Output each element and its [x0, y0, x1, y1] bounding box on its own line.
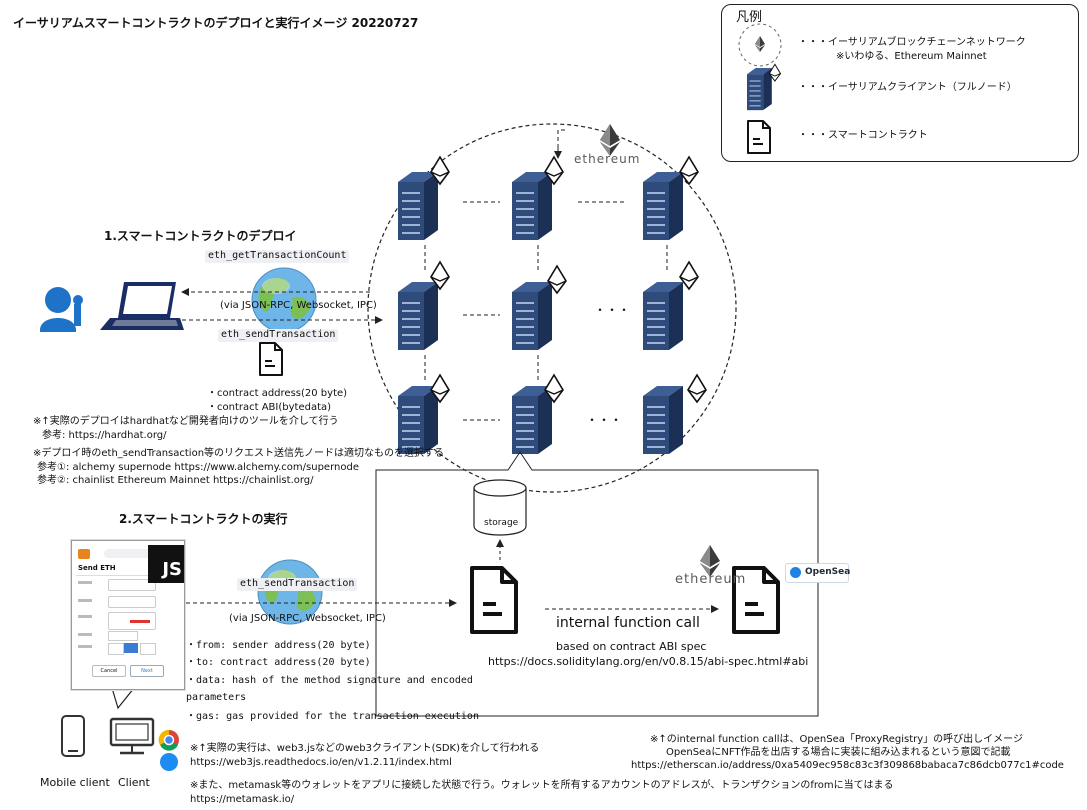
note-metamask-1: ※また、metamask等のウォレットをアプリに接続した状態で行う。ウォレットを… [190, 780, 894, 791]
network-dots-row3: ・・・ [586, 413, 623, 427]
opensea-icon [790, 567, 801, 578]
section2-protocols: (via JSON-RPC, Websocket, IPC) [229, 613, 386, 624]
laptop-icon [100, 282, 184, 330]
send-transaction-label-2: eth_sendTransaction [237, 578, 358, 591]
tx-field-data-cont: parameters [186, 692, 247, 703]
note-node-3: 参考②: chainlist Ethereum Mainnet https://… [37, 475, 314, 486]
network-links [424, 129, 668, 421]
desktop-monitor-icon [109, 717, 155, 755]
deploy-contract-doc [259, 342, 283, 376]
send-transaction-label-1: eth_sendTransaction [218, 329, 339, 342]
mobile-phone-icon [61, 715, 85, 757]
internal-function-call: internal function call [556, 615, 700, 631]
section2-heading: 2.スマートコントラクトの実行 [119, 512, 288, 526]
legend-server-icon [747, 63, 781, 111]
network-pill [104, 549, 150, 558]
note-hardhat-1: ※↑実際のデプロイはhardhatなど開発者向けのツールを介して行う [33, 416, 339, 427]
legend-box [721, 4, 1079, 162]
tx-field-to: ・to: contract address(20 byte) [186, 657, 371, 668]
storage-label: storage [484, 518, 519, 528]
client-node-2-2 [512, 265, 567, 350]
ethereum-wordmark-bottom: ethereum [675, 572, 747, 587]
client-node-1-2 [512, 156, 564, 240]
js-badge: JS [148, 545, 184, 583]
chrome-icon [158, 729, 179, 751]
safari-icon [160, 753, 178, 771]
mobile-client-label: Mobile client [40, 776, 110, 789]
tx-field-data: ・data: hash of the method signature and … [186, 675, 473, 686]
page-title: イーサリアムスマートコントラクトのデプロイと実行イメージ 20220727 [13, 16, 419, 30]
caller-contract-doc [470, 566, 518, 634]
legend-network-label: ・・・イーサリアムブロックチェーンネットワーク [798, 37, 1026, 48]
legend-contract-icon [747, 120, 771, 154]
client-node-3-1 [398, 374, 450, 454]
note-opensea-3: https://etherscan.io/address/0xa5409ec95… [631, 760, 1064, 771]
client-node-3-3 [643, 374, 707, 454]
tx-field-gas: ・gas: gas provided for the transaction e… [186, 711, 479, 722]
wallet-send-title: Send ETH [78, 564, 116, 572]
legend-eth-icon [755, 36, 765, 52]
wallet-next-button[interactable]: Next [130, 665, 164, 677]
client-node-2-3 [643, 261, 699, 350]
metamask-send-screen: Send ETH Cancel Next JS [71, 540, 185, 690]
client-label: Client [118, 776, 150, 789]
opensea-badge: OpenSea [785, 563, 851, 583]
metamask-fox-icon [78, 549, 90, 559]
note-web3-1: ※↑実際の実行は、web3.jsなどのweb3クライアント(SDK)を介して行わ… [190, 743, 540, 754]
section1-heading: 1.スマートコントラクトのデプロイ [104, 229, 297, 243]
client-node-2-1 [398, 261, 450, 350]
note-opensea-1: ※↑のinternal function callは、OpenSea「Proxy… [650, 734, 1023, 745]
section1-protocols: (via JSON-RPC, Websocket, IPC) [220, 300, 377, 311]
opensea-label: OpenSea [805, 567, 851, 577]
developer-person-icon [40, 287, 83, 332]
abi-spec-url: https://docs.soliditylang.org/en/v0.8.15… [488, 655, 809, 668]
legend-heading: 凡例 [736, 10, 763, 25]
legend-contract-label: ・・・スマートコントラクト [798, 130, 928, 141]
abi-spec-label: based on contract ABI spec [556, 640, 707, 653]
note-metamask-2: https://metamask.io/ [190, 794, 295, 805]
network-dots-row2: ・・・ [594, 303, 631, 317]
note-opensea-2: OpenSeaにNFT作品を出店する場合に実装に組み込まれるという意図で記載 [666, 747, 1011, 758]
client-node-1-1 [398, 156, 450, 240]
client-node-1-3 [643, 156, 699, 240]
storage-cylinder [473, 479, 527, 536]
bullet-contract-abi: ・contract ABI(bytedata) [207, 402, 332, 413]
ethereum-wordmark-top: ethereum [574, 152, 641, 166]
tx-field-from: ・from: sender address(20 byte) [186, 640, 371, 651]
client-node-3-2 [512, 374, 564, 454]
legend-network-note: ※いわゆる、Ethereum Mainnet [836, 51, 987, 62]
wallet-cancel-button[interactable]: Cancel [92, 665, 126, 677]
note-hardhat-2: 参考: https://hardhat.org/ [42, 430, 167, 441]
bullet-contract-address: ・contract address(20 byte) [207, 388, 348, 399]
note-node-1: ※デプロイ時のeth_sendTransaction等のリクエスト送信先ノードは… [33, 448, 445, 459]
note-node-2: 参考①: alchemy supernode https://www.alche… [37, 462, 359, 473]
get-transaction-count-label: eth_getTransactionCount [205, 250, 350, 263]
note-web3-2: https://web3js.readthedocs.io/en/v1.2.11… [190, 757, 452, 768]
legend-client-label: ・・・イーサリアムクライアント（フルノード） [798, 82, 1017, 93]
network-circle [367, 123, 737, 493]
